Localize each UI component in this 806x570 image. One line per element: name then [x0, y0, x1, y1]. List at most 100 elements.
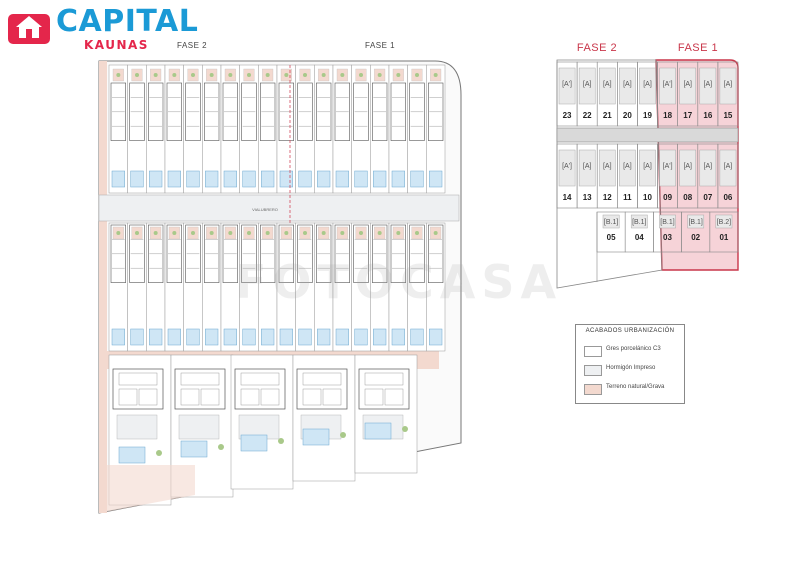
villa-room — [118, 388, 138, 406]
villa-terrace — [178, 414, 220, 440]
townhouse-lot — [351, 222, 371, 352]
tree-icon — [116, 73, 121, 77]
key-lot-type: [B.1] — [688, 219, 702, 226]
key-lot-house — [719, 149, 737, 187]
townhouse-lot — [426, 64, 446, 194]
key-lot-type: [A] — [603, 163, 612, 170]
key-lot-number: 01 — [719, 233, 728, 242]
key-lot-house — [659, 67, 676, 105]
key-lot-number: 15 — [723, 111, 732, 120]
key-lot-number: 03 — [663, 233, 672, 242]
legend-swatch-porcelain — [584, 346, 602, 357]
tree-icon — [303, 231, 307, 235]
tree-icon — [377, 231, 382, 235]
key-lot-house — [558, 149, 576, 187]
key-lot-house — [602, 214, 620, 229]
key-lot-outline — [717, 143, 739, 209]
brand-city: KAUNAS — [84, 38, 149, 52]
legend-item: Hormigón Impreso — [584, 364, 680, 376]
pool — [298, 170, 312, 188]
townhouse-lot — [164, 64, 184, 194]
pool — [298, 328, 312, 346]
key-lot-type: [A] — [603, 81, 612, 88]
tree-icon — [209, 231, 214, 235]
tree-icon — [228, 231, 233, 235]
key-lot-house — [578, 67, 596, 105]
tree-icon — [359, 73, 363, 77]
tree-icon — [191, 231, 195, 235]
townhouse-lot — [370, 64, 390, 194]
house-logo-icon — [8, 14, 50, 44]
pool — [261, 170, 275, 188]
villa-room — [322, 388, 342, 406]
key-lot-number: 10 — [643, 193, 652, 202]
tree-icon — [265, 73, 270, 77]
key-lot-type: [A] — [683, 163, 692, 170]
legend-item: Terreno natural/Grava — [584, 383, 680, 395]
tree-icon — [156, 450, 162, 456]
phase-2-outline — [556, 59, 663, 289]
tree-icon — [415, 73, 419, 77]
key-lot-house — [619, 149, 636, 187]
townhouse-lot — [388, 222, 408, 352]
pool — [242, 170, 256, 188]
key-lot-number: 11 — [623, 193, 632, 202]
tree-icon — [402, 426, 408, 432]
townhouse-lot — [332, 64, 352, 194]
townhouse-lot — [108, 222, 128, 352]
key-lot-type: [A'] — [663, 163, 673, 170]
brand-logo: CAPITAL KAUNAS — [8, 4, 198, 52]
townhouse-lot — [351, 64, 371, 194]
key-lot-house — [630, 214, 648, 229]
key-lot-house — [598, 67, 616, 105]
townhouse-lot — [164, 222, 184, 352]
common-zone-strip — [556, 127, 739, 143]
pool — [279, 170, 293, 188]
pool — [373, 328, 387, 346]
pool — [167, 170, 181, 188]
pool — [317, 170, 331, 188]
pool — [391, 170, 405, 188]
brand-name: CAPITAL — [56, 4, 199, 39]
pool — [130, 170, 144, 188]
legend-label: Terreno natural/Grava — [606, 384, 665, 390]
legend-title: ACABADOS URBANIZACIÓN — [585, 328, 675, 334]
pool — [167, 328, 181, 346]
tree-icon — [247, 231, 251, 235]
tree-icon — [218, 444, 224, 450]
key-lot-type: [A] — [643, 163, 652, 170]
villa-room — [240, 388, 260, 406]
site-phase-1-label: FASE 1 — [365, 41, 396, 50]
townhouse-lot — [220, 64, 240, 194]
key-lot-house — [578, 149, 596, 187]
key-lot-type: [A'] — [663, 81, 673, 88]
key-lot-type: [B.1] — [660, 219, 674, 226]
key-lot-type: [A] — [623, 81, 632, 88]
key-lot-number: 12 — [603, 193, 612, 202]
key-phase-2-label: FASE 2 — [577, 42, 617, 54]
key-lot-number: 14 — [563, 193, 572, 202]
key-lot-number: 13 — [583, 193, 592, 202]
street-label: VIALUBRERO — [252, 207, 278, 212]
tree-icon — [153, 231, 158, 235]
pool — [410, 328, 424, 346]
tree-icon — [415, 231, 419, 235]
tree-icon — [191, 73, 195, 77]
pool — [240, 434, 268, 452]
villa-room — [302, 372, 342, 386]
pool — [302, 428, 330, 446]
key-lot-outline — [717, 61, 739, 127]
key-lot-house — [659, 214, 676, 229]
key-lot-type: [A'] — [562, 163, 572, 170]
tree-icon — [303, 73, 307, 77]
tree-icon — [153, 73, 158, 77]
legend-swatch-gravel — [584, 384, 602, 395]
key-lot-number: 05 — [607, 233, 616, 242]
townhouse-lot — [314, 64, 334, 194]
key-lot-number: 07 — [703, 193, 712, 202]
pool — [261, 328, 275, 346]
villa-room — [138, 388, 158, 406]
key-lot-type: [A] — [704, 81, 713, 88]
key-lot-number: 23 — [563, 111, 572, 120]
key-lot-house — [679, 149, 697, 187]
